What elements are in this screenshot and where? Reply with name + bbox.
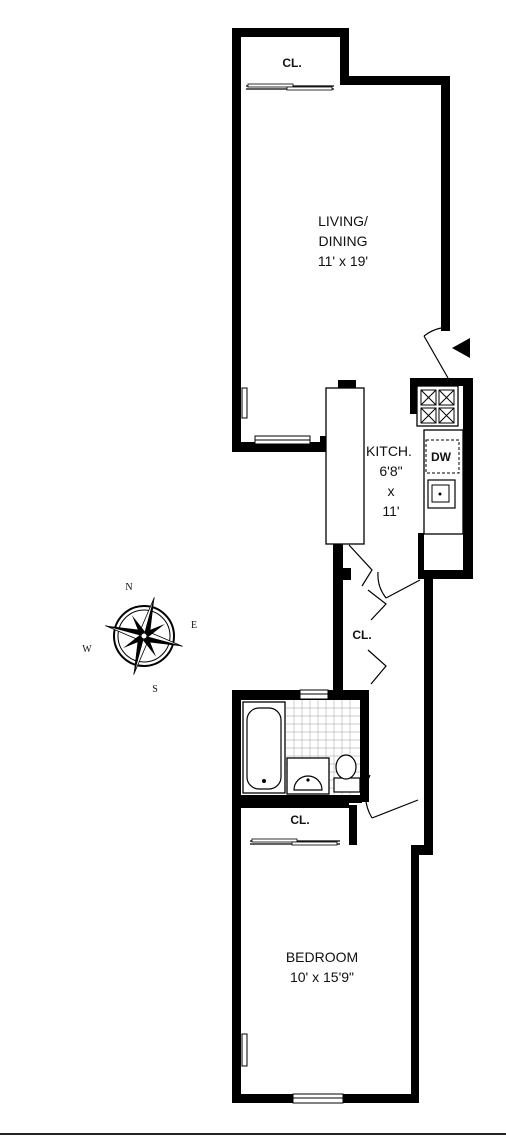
dishwasher-label: DW bbox=[431, 450, 452, 464]
kitchen-name: KITCH. bbox=[366, 443, 412, 459]
compass-rose-icon bbox=[105, 597, 183, 675]
entry-arrow-icon bbox=[452, 338, 470, 358]
bedroom-closet-label: CL. bbox=[290, 813, 309, 827]
bedroom-size: 10' x 15'9" bbox=[290, 969, 354, 985]
living-closet bbox=[246, 83, 334, 91]
compass-north-label: N bbox=[125, 582, 132, 593]
bedroom-closet bbox=[241, 803, 349, 846]
living-closet-label: CL. bbox=[282, 56, 301, 70]
compass-south-label: S bbox=[152, 684, 158, 695]
compass-east-label: E bbox=[191, 620, 197, 631]
kitchen-dim-a: 6'8" bbox=[379, 463, 402, 479]
compass-west-label: W bbox=[82, 644, 92, 655]
hall-closet bbox=[367, 589, 387, 685]
bathroom-fixtures bbox=[242, 701, 361, 795]
hall-closet-label: CL. bbox=[352, 628, 371, 642]
kitchen-dim-x: x bbox=[388, 483, 395, 499]
exterior-walls bbox=[232, 28, 473, 1103]
living-room-size: 11' x 19' bbox=[318, 253, 368, 269]
kitchen-fixtures bbox=[325, 380, 464, 545]
living-room-name-line1: LIVING/ bbox=[318, 213, 368, 229]
bedroom-name: BEDROOM bbox=[286, 949, 358, 965]
kitchen-dim-b: 11' bbox=[382, 503, 399, 519]
living-room-name-line2: DINING bbox=[319, 233, 368, 249]
bottom-rule bbox=[0, 1133, 506, 1135]
